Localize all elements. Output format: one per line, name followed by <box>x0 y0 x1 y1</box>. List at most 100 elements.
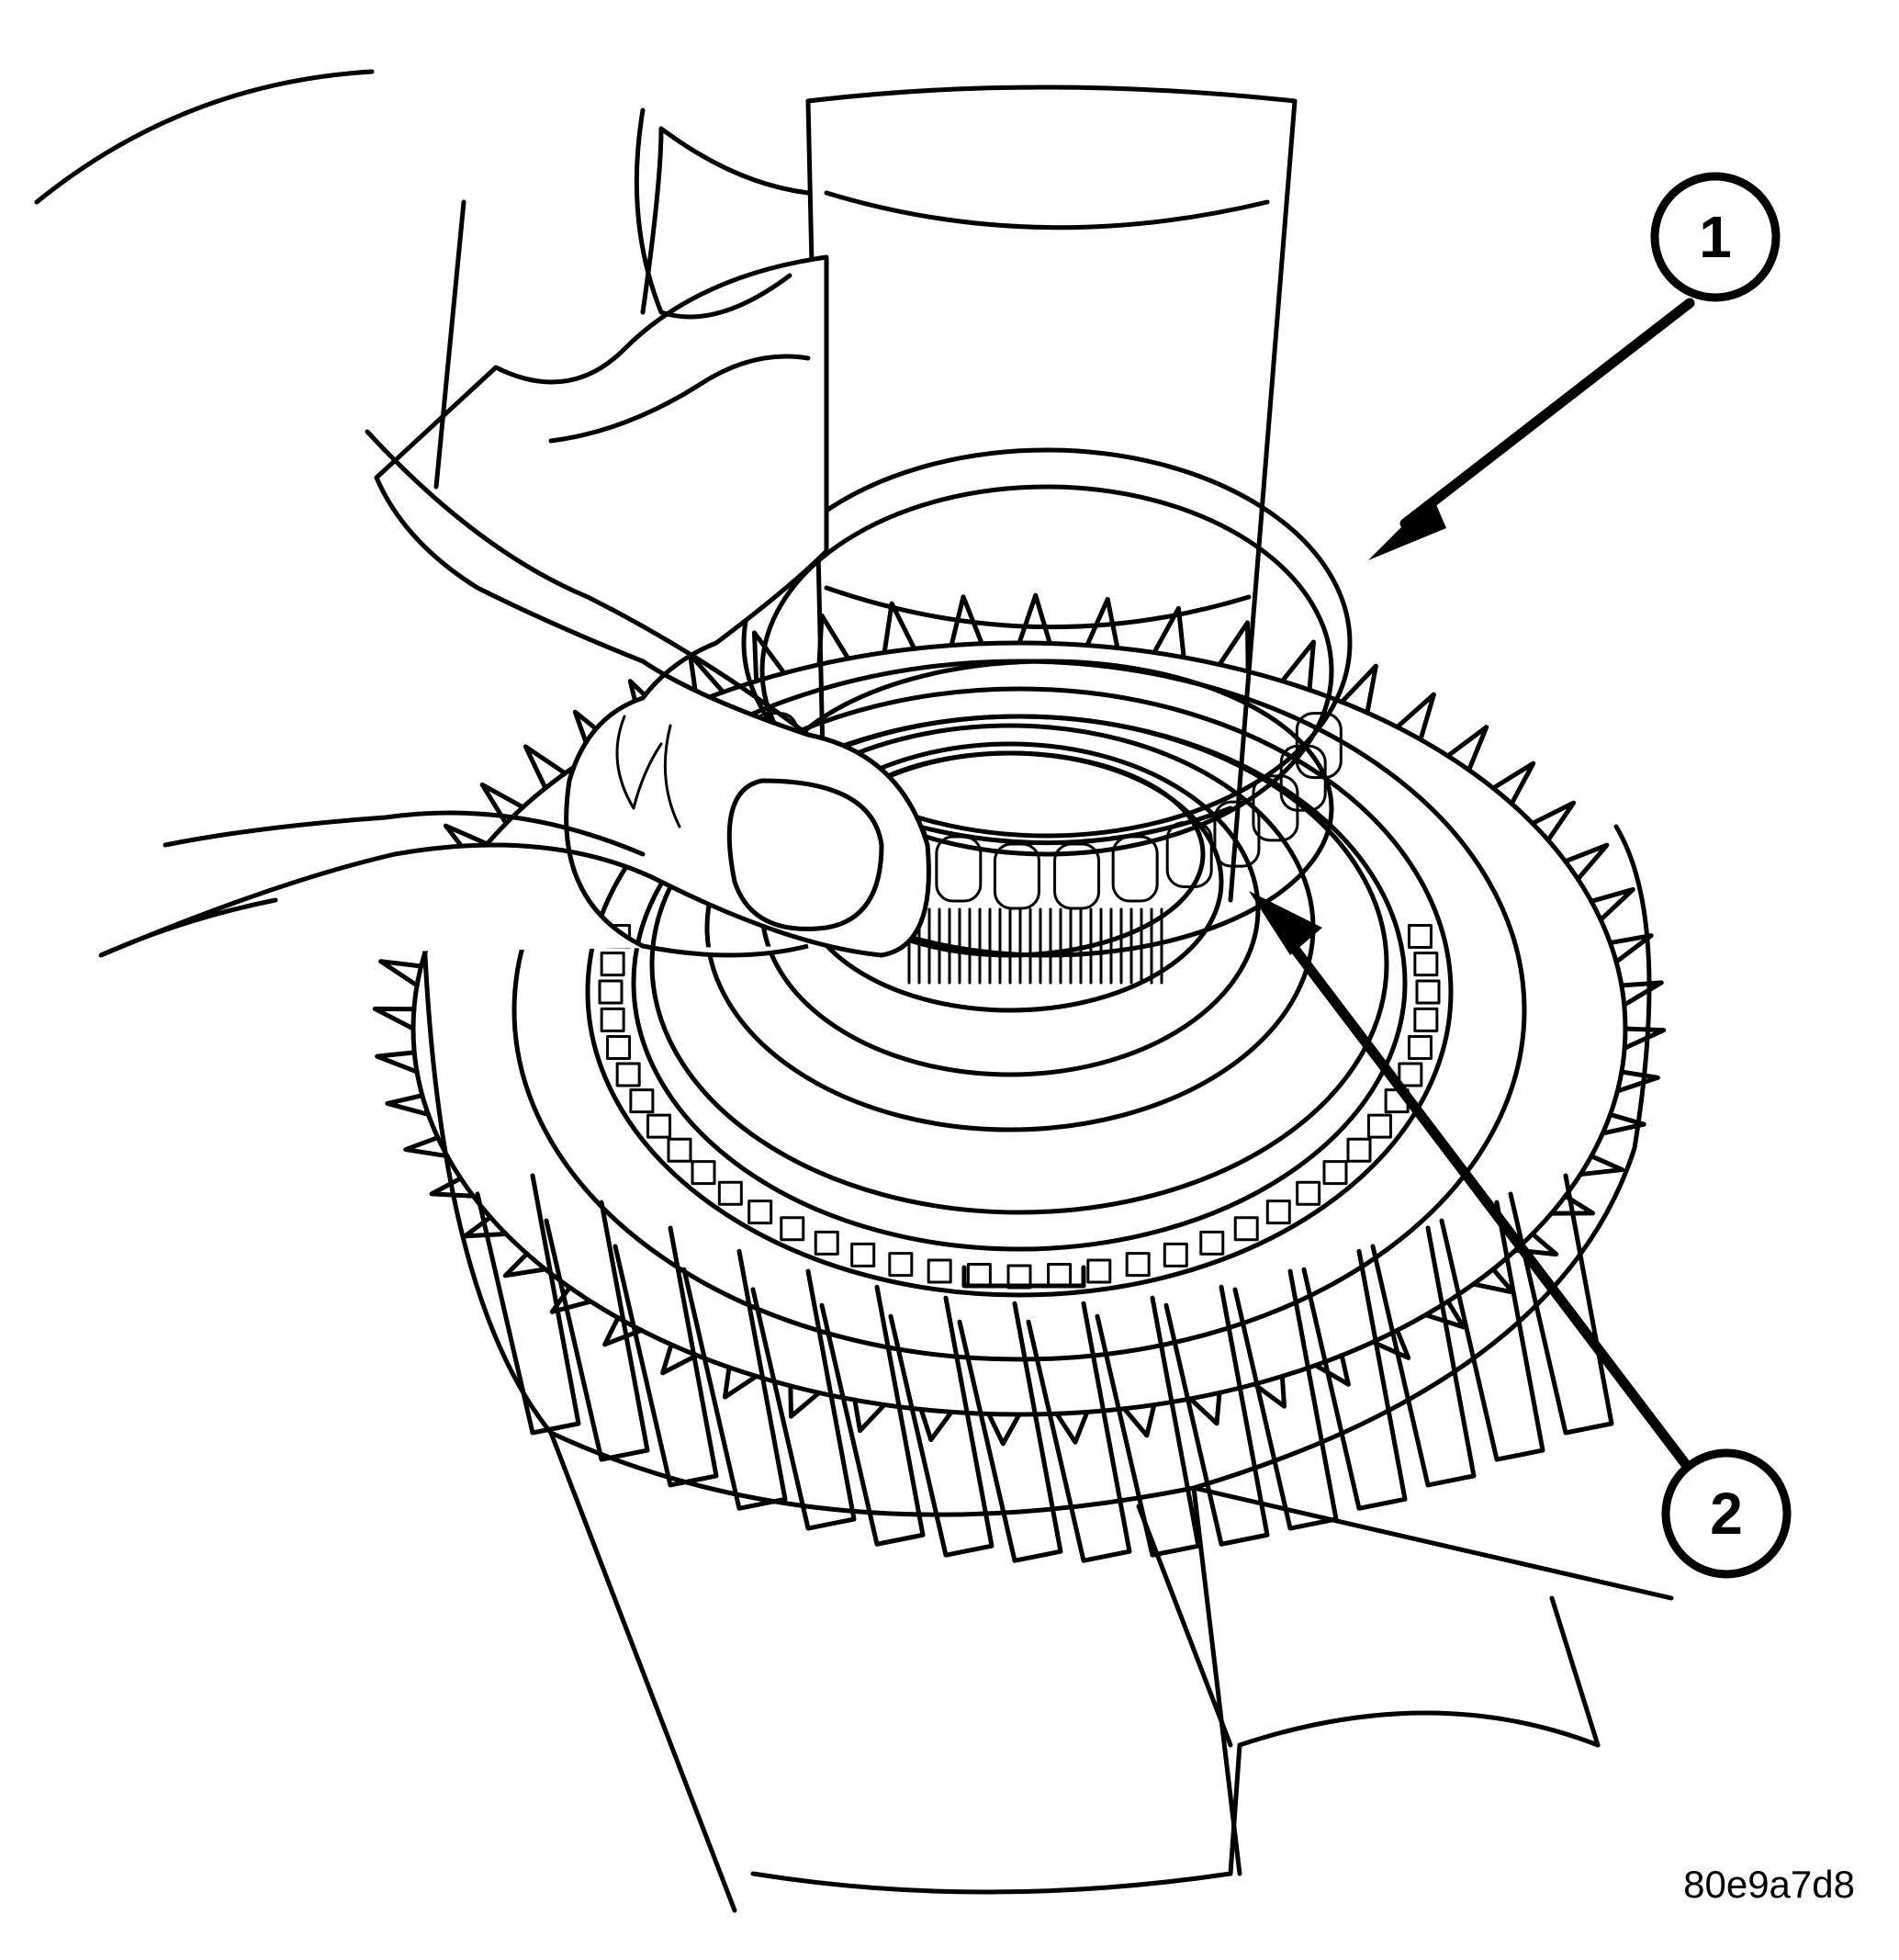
figure-code: 80e9a7d8 <box>1683 1863 1855 1906</box>
gear-tooth <box>1252 1373 1287 1409</box>
sync-tooth <box>1413 952 1439 977</box>
sync-tooth <box>850 1242 876 1267</box>
gear-tooth <box>1622 1026 1667 1051</box>
sync-tooth <box>1366 1113 1392 1139</box>
gear-tooth <box>502 1251 548 1279</box>
gear-tooth <box>1530 800 1577 843</box>
gear-tooth <box>1423 1299 1466 1330</box>
callout-1-label: 1 <box>1699 204 1732 270</box>
sync-tooth <box>667 1137 692 1163</box>
gear-tooth <box>660 1342 700 1376</box>
bearing-roller <box>1252 774 1299 842</box>
sync-tooth <box>747 1200 773 1225</box>
gear-tooth <box>751 630 787 684</box>
gear-tooth <box>723 1365 759 1400</box>
sync-tooth <box>598 979 624 1005</box>
sync-tooth <box>600 1007 625 1032</box>
sync-tooth <box>780 1216 805 1242</box>
gear-tooth <box>1445 725 1489 772</box>
callout-1: 1 <box>1650 172 1781 302</box>
gear-tooth <box>1084 596 1120 651</box>
helical-face <box>475 1173 581 1436</box>
sync-tooth <box>1233 1216 1259 1242</box>
sync-tooth <box>814 1230 839 1256</box>
sync-tooth <box>1398 1062 1423 1087</box>
gear-tooth <box>949 594 984 648</box>
gear-tooth <box>1490 760 1536 806</box>
gear-tooth <box>1187 1390 1222 1426</box>
synchronizer-ring <box>585 686 1454 1298</box>
sync-tooth <box>629 1088 655 1114</box>
callout-leaders <box>1249 298 1695 1475</box>
gear-tooth <box>1619 980 1664 1008</box>
gear-tooth <box>852 1397 887 1434</box>
callout-2-label: 2 <box>1710 1481 1743 1547</box>
gear-tooth <box>403 1135 450 1159</box>
gear-tooth <box>1563 842 1610 882</box>
sync-tooth <box>1322 1160 1348 1186</box>
sync-tooth <box>966 1263 992 1289</box>
sync-tooth <box>646 1113 672 1139</box>
helical-face <box>750 1268 857 1531</box>
helical-face <box>1232 1268 1339 1531</box>
helical-tooth-faces <box>475 1173 1614 1563</box>
helical-face <box>544 1200 650 1462</box>
main-gear <box>372 592 1667 1563</box>
bearing-roller <box>935 835 983 903</box>
sync-tooth <box>1125 1252 1151 1278</box>
bearing-roller <box>993 842 1040 910</box>
helical-face <box>819 1284 926 1547</box>
sync-tooth <box>1265 1200 1291 1225</box>
gear-tooth <box>1589 886 1635 922</box>
gear-tooth <box>918 1406 954 1443</box>
sync-tooth <box>1415 979 1441 1005</box>
gear-tooth <box>1370 1327 1411 1360</box>
helical-face <box>1370 1225 1477 1488</box>
sync-tooth <box>888 1252 914 1278</box>
sync-tooth <box>691 1160 716 1186</box>
gear-tooth <box>1152 605 1186 660</box>
gear-tooth <box>1339 663 1378 715</box>
sync-tooth <box>600 952 625 977</box>
helical-face <box>888 1295 994 1558</box>
sync-tooth <box>1163 1242 1188 1267</box>
helical-face <box>681 1248 788 1511</box>
gear-tooth <box>1600 1111 1646 1136</box>
helical-face <box>1163 1284 1270 1547</box>
gear-tooth <box>372 1006 417 1031</box>
sync-tooth <box>1407 924 1433 950</box>
gear-tooth <box>1607 933 1654 964</box>
gear-tooth <box>479 782 526 827</box>
technician-hand <box>34 69 931 958</box>
sync-tooth <box>606 1034 632 1060</box>
gear-tooth <box>375 1050 420 1075</box>
helical-face <box>1095 1295 1201 1558</box>
gear-tooth <box>1054 1409 1090 1445</box>
sync-tooth <box>1413 1007 1439 1032</box>
gear-tooth <box>1217 620 1251 674</box>
bearing-roller <box>1111 835 1159 903</box>
sync-tooth <box>927 1258 952 1284</box>
helical-face <box>612 1225 719 1488</box>
gear-tooth <box>788 1383 822 1419</box>
helical-face <box>957 1301 1063 1563</box>
helical-face <box>1508 1173 1614 1436</box>
sync-tooth <box>615 1062 641 1087</box>
bearing-roller <box>1053 842 1101 910</box>
gear-tooth <box>882 601 917 656</box>
gear-tooth <box>1548 1193 1596 1216</box>
sync-tooth <box>1086 1258 1112 1284</box>
gear-tooth <box>1279 639 1316 693</box>
fixture-block <box>548 1430 1674 1913</box>
gear-tooth <box>1017 592 1052 647</box>
gear-tooth <box>523 744 567 791</box>
sync-tooth <box>1199 1230 1225 1256</box>
gear-tooth <box>1614 1069 1660 1094</box>
helical-face <box>1026 1301 1132 1563</box>
sync-ring-teeth <box>598 924 1441 1290</box>
sync-tooth <box>1407 1034 1433 1060</box>
gear-tooth <box>602 1315 644 1347</box>
gear-tooth <box>1121 1402 1157 1438</box>
gear-tooth <box>1578 1154 1625 1177</box>
